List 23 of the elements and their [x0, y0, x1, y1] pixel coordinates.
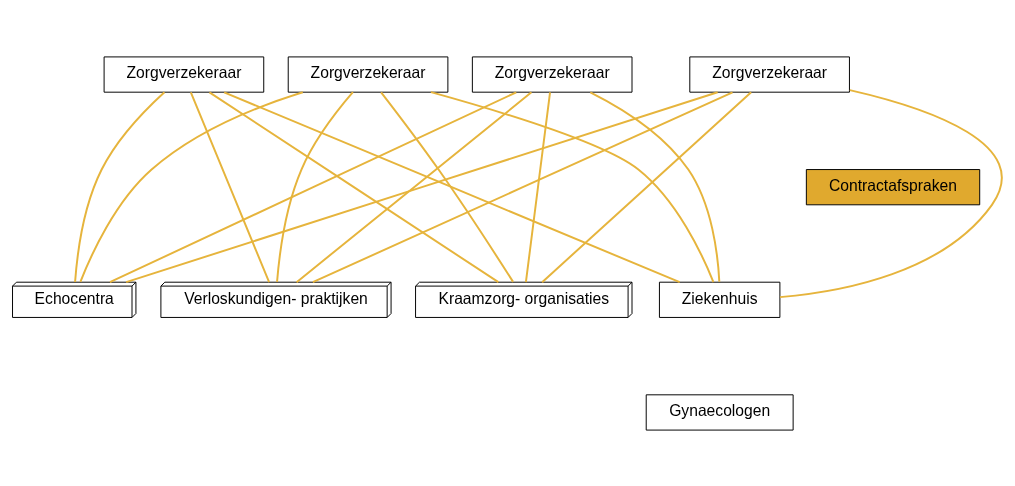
- connector: [208, 90, 500, 283]
- connector: [223, 90, 681, 283]
- node-box: Zorgverzekeraar: [287, 55, 449, 93]
- connector: [779, 88, 1003, 298]
- connector: [589, 90, 721, 283]
- connector: [74, 90, 166, 283]
- node-box: Zorgverzekeraar: [471, 55, 633, 93]
- node-box: Zorgverzekeraar: [103, 55, 265, 93]
- connector: [380, 90, 515, 283]
- connector: [125, 90, 719, 283]
- connector: [541, 90, 753, 283]
- connector: [429, 90, 715, 283]
- connector: [311, 90, 734, 283]
- node-box: Contractafspraken: [805, 168, 981, 205]
- node-box: Zorgverzekeraar: [689, 55, 850, 93]
- connector: [189, 90, 271, 283]
- connector: [108, 90, 518, 283]
- connector: [295, 90, 533, 283]
- node-box: Gynaecologen: [645, 393, 794, 431]
- connector: [524, 90, 552, 283]
- connector: [276, 90, 354, 283]
- connector: [79, 90, 304, 283]
- node-box: Ziekenhuis: [658, 281, 781, 318]
